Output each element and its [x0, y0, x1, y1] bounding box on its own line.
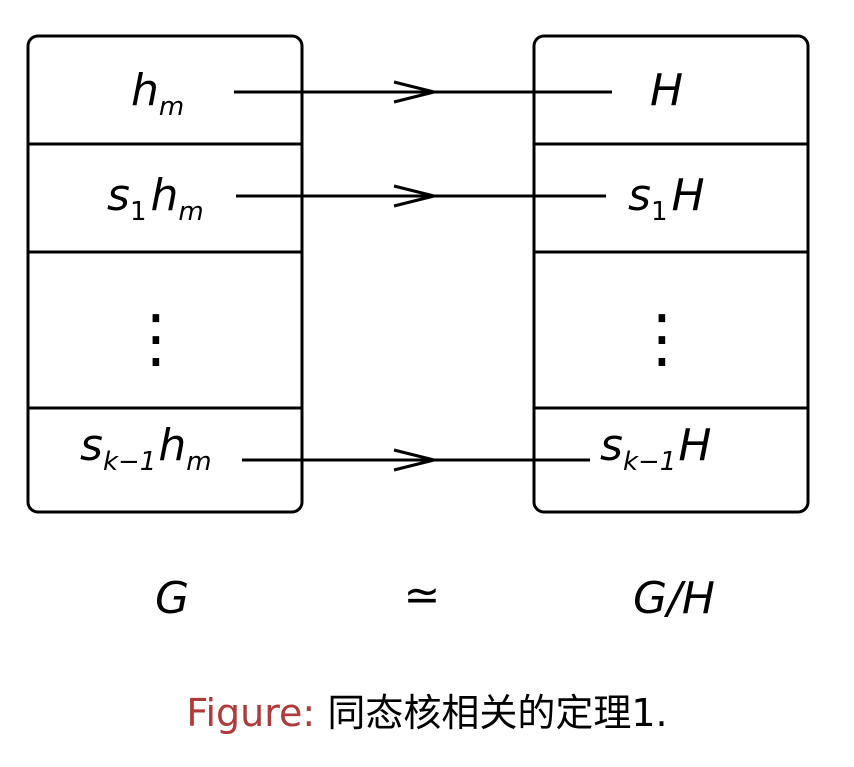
isomorphism-symbol: ≃: [404, 570, 441, 621]
left-row-4-prefix: s: [80, 420, 103, 471]
left-row-4-prefix-sub: k−1: [103, 447, 156, 477]
left-row-2-prefix-sub: 1: [130, 197, 147, 227]
left-group-label: G: [155, 573, 189, 624]
right-row-4-label: sk−1H: [600, 420, 711, 477]
left-row-1-label: hm: [131, 65, 184, 122]
right-row-4-prefix-sub: k−1: [623, 447, 676, 477]
arrowhead-row-1: [393, 80, 436, 104]
left-row-4-base: h: [158, 420, 186, 471]
left-row-4-sub: m: [186, 447, 211, 477]
caption-text: 同态核相关的定理1.: [327, 691, 668, 735]
right-vertical-dots: ⋮: [630, 302, 694, 376]
right-row-4-base: H: [678, 420, 711, 471]
right-row-2-prefix: s: [628, 170, 651, 221]
left-box-border: [26, 34, 304, 514]
left-row-2-prefix: s: [107, 170, 130, 221]
left-row-2-base: h: [150, 170, 178, 221]
right-row-2-label: s1H: [628, 170, 705, 227]
left-row-2-label: s1hm: [107, 170, 204, 227]
left-row-1-base: h: [131, 65, 159, 116]
right-box-gh: H s1H ⋮ sk−1H: [532, 34, 810, 514]
left-row-2-sub: m: [178, 197, 203, 227]
right-row-4-prefix: s: [600, 420, 623, 471]
right-group-label: G/H: [633, 573, 715, 624]
right-box-border: [532, 34, 810, 514]
caption-label: Figure:: [186, 691, 316, 735]
arrowhead-row-4: [393, 448, 436, 472]
left-row-1-sub: m: [159, 92, 184, 122]
right-row-2-prefix-sub: 1: [651, 197, 668, 227]
right-row-1-label: H: [650, 65, 683, 116]
mapping-arrows: [234, 80, 612, 472]
left-row-4-label: sk−1hm: [80, 420, 212, 477]
arrowhead-row-2: [393, 184, 436, 208]
left-vertical-dots: ⋮: [124, 302, 188, 376]
left-box-g: hm s1hm ⋮ sk−1hm: [26, 34, 304, 514]
right-row-2-base: H: [671, 170, 704, 221]
coset-correspondence-diagram: hm s1hm ⋮ sk−1hm H s1H ⋮ sk−1H G ≃ G/H: [26, 34, 810, 624]
figure-caption: Figure: 同态核相关的定理1.: [0, 688, 854, 738]
